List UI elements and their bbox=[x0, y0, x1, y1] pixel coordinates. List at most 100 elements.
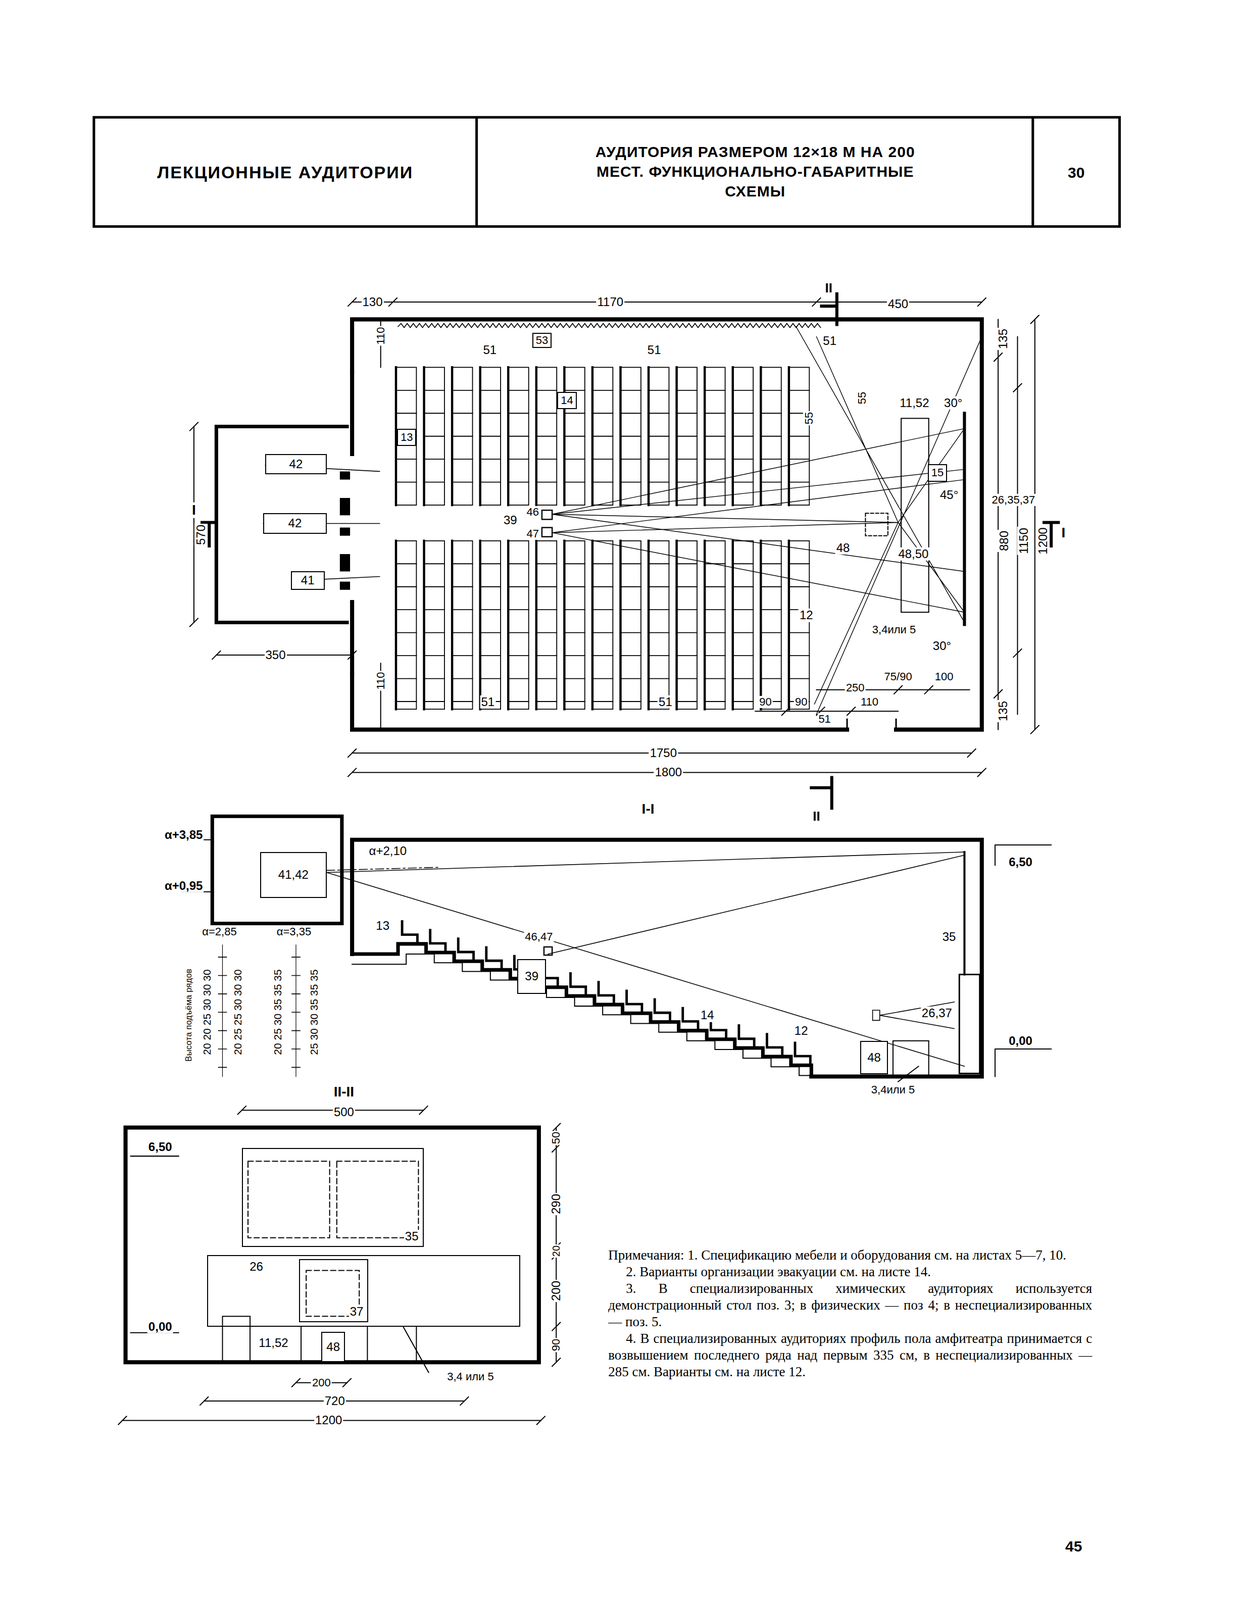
seat-divider bbox=[620, 678, 641, 680]
dimension-label: 51 bbox=[821, 334, 838, 348]
seat-profile bbox=[682, 1008, 699, 1029]
callout-number: 39 bbox=[523, 969, 540, 983]
seat-row bbox=[564, 367, 585, 506]
dimension-label: II-II bbox=[332, 1083, 356, 1100]
seat-divider bbox=[508, 609, 529, 611]
dimension-line bbox=[994, 315, 1039, 734]
seat-profile bbox=[486, 947, 502, 968]
seat-row bbox=[536, 540, 557, 710]
lectern bbox=[222, 1316, 251, 1363]
equipment-box: 42 bbox=[265, 454, 327, 475]
dimension-label: 20 25 25 30 30 30 bbox=[231, 968, 244, 1057]
dimension-label: 14 bbox=[699, 1008, 716, 1022]
seat-divider bbox=[564, 412, 585, 414]
seat-row bbox=[395, 540, 417, 710]
seat-divider bbox=[648, 632, 669, 634]
note-text: 3. В специализированных химических аудит… bbox=[608, 1280, 1093, 1331]
beam bbox=[326, 852, 965, 1067]
equipment-box: 13 bbox=[397, 428, 417, 446]
callout-number: 41 bbox=[300, 573, 316, 587]
seat-divider bbox=[564, 563, 585, 565]
callout-number: 14 bbox=[559, 394, 574, 407]
dimension-label: Высота подъёма рядов bbox=[183, 967, 194, 1063]
seat-divider bbox=[424, 609, 445, 611]
dimension-label: 51 bbox=[646, 343, 663, 357]
dimension-label: 3,4 или 5 bbox=[445, 1370, 495, 1383]
dimension-label: 100 bbox=[933, 670, 955, 683]
seat-divider bbox=[508, 678, 529, 680]
seat-divider bbox=[424, 481, 445, 483]
dimension-label: I-I bbox=[640, 801, 656, 818]
dimension-label: 51 bbox=[482, 343, 499, 357]
seat-divider bbox=[452, 678, 473, 680]
dimension-label: 135 bbox=[996, 700, 1010, 723]
dimension-label: 46,47 bbox=[523, 930, 554, 944]
seat-divider bbox=[395, 458, 417, 460]
dimension-label: 11,52 bbox=[898, 396, 930, 410]
seat-divider bbox=[480, 609, 501, 611]
dimension-label: 130 bbox=[361, 295, 384, 309]
seat-divider bbox=[732, 458, 754, 460]
dimension-label: 135 bbox=[996, 327, 1010, 351]
dimension-label: 48,50 bbox=[897, 547, 930, 561]
dimension-label: I bbox=[190, 502, 197, 519]
seat-divider bbox=[732, 435, 754, 437]
section-mark bbox=[202, 522, 1059, 546]
dimension-label: 51 bbox=[817, 713, 832, 726]
seat-divider bbox=[536, 586, 557, 588]
dimension-label: 20 20 25 30 30 30 bbox=[201, 968, 214, 1057]
callout-number: 53 bbox=[534, 334, 550, 347]
linework bbox=[93, 117, 1120, 1425]
seat-divider bbox=[452, 609, 473, 611]
dimension-label: 48 bbox=[835, 541, 852, 555]
seat-divider bbox=[395, 563, 417, 565]
seat-divider bbox=[424, 458, 445, 460]
seat-divider bbox=[480, 586, 501, 588]
seat-divider bbox=[395, 609, 417, 611]
seat-row bbox=[704, 540, 725, 710]
seat-divider bbox=[704, 389, 725, 391]
seat-divider bbox=[620, 586, 641, 588]
dimension-label: 12 bbox=[798, 608, 815, 622]
booth-wall bbox=[216, 426, 347, 623]
seat-divider bbox=[452, 481, 473, 483]
seat-divider bbox=[508, 389, 529, 391]
seat-divider bbox=[508, 458, 529, 460]
equipment-box: 39 bbox=[517, 959, 547, 995]
seat-divider bbox=[592, 586, 613, 588]
callout-number: 41,42 bbox=[277, 868, 310, 882]
seat-row bbox=[788, 367, 810, 506]
dimension-label: 13 bbox=[374, 918, 391, 932]
seat-divider bbox=[592, 435, 613, 437]
seat-divider bbox=[395, 632, 417, 634]
seat-divider bbox=[676, 655, 698, 657]
dimension-label: I bbox=[1060, 524, 1067, 541]
amphitheatre-floor bbox=[352, 944, 812, 1077]
seat-divider bbox=[704, 701, 725, 703]
seat-divider bbox=[480, 481, 501, 483]
seat-divider bbox=[704, 435, 725, 437]
note-text: Примечания: 1. Спецификацию мебели и обо… bbox=[608, 1247, 1093, 1264]
seat-profile bbox=[598, 982, 614, 1003]
seat-divider bbox=[424, 655, 445, 657]
dimension-label: 500 bbox=[332, 1105, 356, 1119]
seat-divider bbox=[395, 412, 417, 414]
booth-wall bbox=[212, 816, 342, 924]
screen bbox=[962, 413, 966, 625]
seat-divider bbox=[564, 678, 585, 680]
projector-symbol bbox=[543, 947, 553, 956]
seat-divider bbox=[760, 586, 781, 588]
seat-back bbox=[731, 540, 734, 710]
seat-divider bbox=[648, 563, 669, 565]
dimension-label: 26,35,37 bbox=[990, 493, 1037, 507]
seat-divider bbox=[620, 412, 641, 414]
page-number: 45 bbox=[1064, 1537, 1083, 1555]
seat-row bbox=[760, 540, 781, 710]
seat-divider bbox=[395, 481, 417, 483]
seat-divider bbox=[536, 481, 557, 483]
dimension-label: 35 bbox=[941, 930, 958, 944]
dimension-label: 26,37 bbox=[920, 1006, 954, 1020]
dimension-label: 50 bbox=[550, 1130, 563, 1146]
dimension-label: 3,4или 5 bbox=[871, 623, 917, 636]
seat-divider bbox=[395, 586, 417, 588]
